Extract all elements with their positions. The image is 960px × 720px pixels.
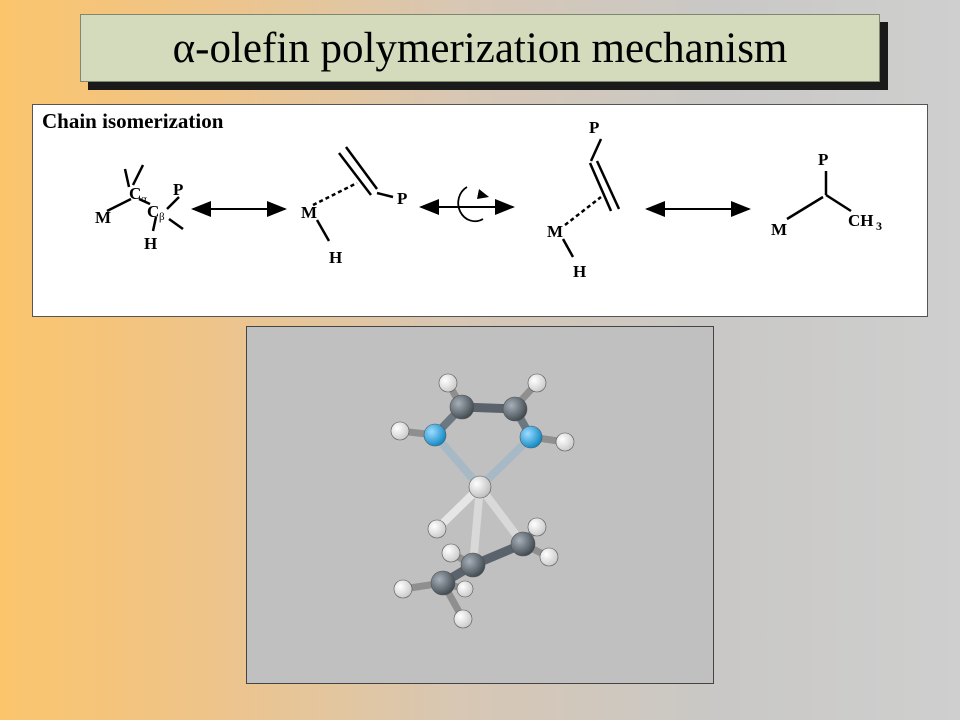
atom-c-beta: C bbox=[147, 202, 159, 221]
carbon-atom-icon bbox=[460, 552, 486, 578]
ball-and-stick-model bbox=[390, 373, 575, 629]
hydrogen-atom-icon bbox=[527, 517, 547, 537]
atom-c-alpha: C bbox=[129, 184, 141, 203]
structure-rotated-complex bbox=[561, 138, 621, 258]
nitrogen-atom-icon bbox=[423, 423, 447, 447]
carbon-atom-icon bbox=[510, 531, 536, 557]
carbon-atom-icon bbox=[502, 396, 528, 422]
methyl-group: CH bbox=[848, 211, 874, 230]
atom-h-1: H bbox=[144, 234, 157, 253]
molecule-render-panel bbox=[246, 326, 714, 684]
structure-olefin-complex bbox=[312, 146, 394, 242]
hydrogen-atom-icon bbox=[456, 580, 474, 598]
molecule-atoms bbox=[390, 373, 575, 629]
rotation-arrowhead-icon bbox=[477, 189, 489, 199]
hydrogen-atom-icon bbox=[427, 519, 447, 539]
atom-m-1: M bbox=[95, 208, 111, 227]
slide-title-box: α-olefin polymerization mechanism bbox=[80, 14, 880, 82]
c-beta-subscript: β bbox=[159, 211, 165, 223]
hydrogen-atom-icon bbox=[438, 373, 458, 393]
slide-title: α-olefin polymerization mechanism bbox=[172, 24, 788, 72]
nitrogen-atom-icon bbox=[519, 425, 543, 449]
structure-alkyl bbox=[106, 164, 184, 232]
atom-m-4: M bbox=[771, 220, 787, 239]
methyl-subscript: 3 bbox=[876, 219, 882, 233]
hydrogen-atom-icon bbox=[527, 373, 547, 393]
atom-p-1: P bbox=[173, 180, 183, 199]
hydrogen-atom-icon bbox=[393, 579, 413, 599]
hydrogen-atom-icon bbox=[555, 432, 575, 452]
metal-atom-icon bbox=[468, 475, 492, 499]
hydrogen-atom-icon bbox=[390, 421, 410, 441]
atom-m-2: M bbox=[301, 203, 317, 222]
section-label: Chain isomerization bbox=[42, 109, 224, 133]
atom-m-3: M bbox=[547, 222, 563, 241]
mechanism-panel: Chain isomerization M C α C β P H bbox=[32, 104, 928, 317]
hydrogen-atom-icon bbox=[441, 543, 461, 563]
carbon-atom-icon bbox=[449, 394, 475, 420]
molecule-bonds bbox=[396, 379, 569, 623]
carbon-atom-icon bbox=[430, 570, 456, 596]
hydrogen-atom-icon bbox=[453, 609, 473, 629]
rotation-icon bbox=[457, 186, 484, 223]
atom-h-3: H bbox=[573, 262, 586, 281]
c-alpha-subscript: α bbox=[141, 193, 147, 205]
atom-p-4: P bbox=[818, 150, 828, 169]
structure-isomerized-alkyl bbox=[786, 171, 852, 221]
mechanism-diagram: M C α C β P H M P H P bbox=[95, 118, 882, 281]
atom-p-3: P bbox=[589, 118, 599, 137]
atom-p-2: P bbox=[397, 189, 407, 208]
hydrogen-atom-icon bbox=[539, 547, 559, 567]
atom-h-2: H bbox=[329, 248, 342, 267]
